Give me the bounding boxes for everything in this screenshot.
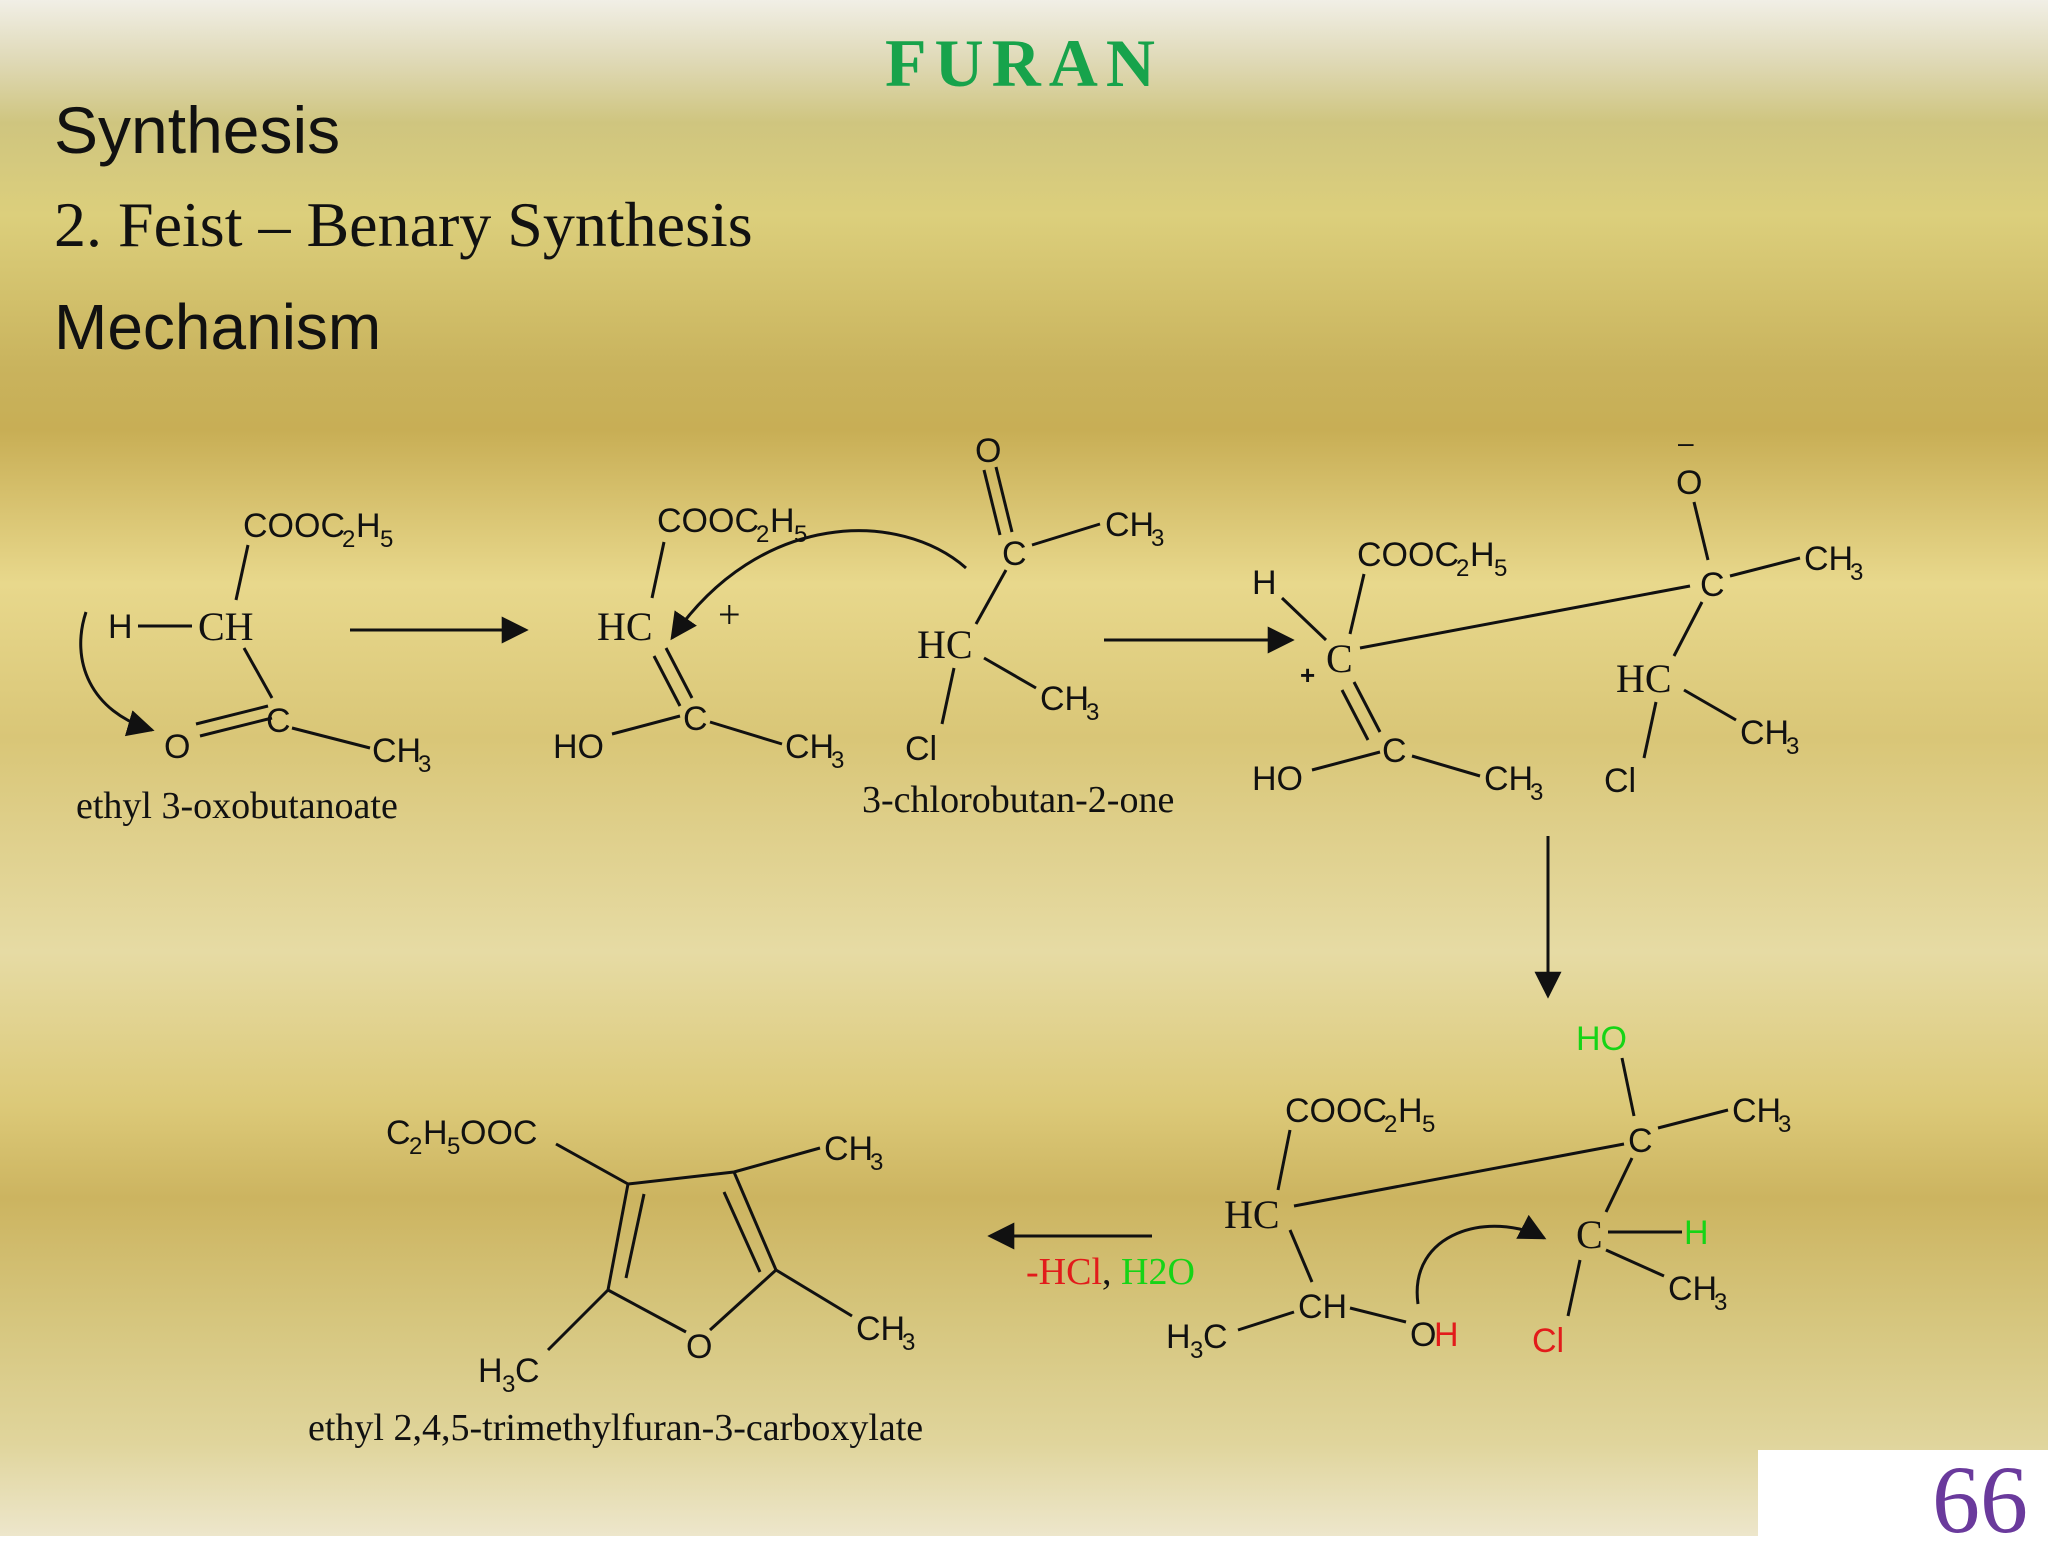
svg-text:CH: CH (1732, 1092, 1781, 1130)
svg-text:C: C (515, 1352, 540, 1390)
svg-text:HC: HC (597, 604, 653, 649)
svg-text:H: H (1166, 1318, 1191, 1356)
svg-text:3: 3 (418, 751, 431, 778)
svg-text:3: 3 (902, 1329, 915, 1356)
svg-text:CH: CH (1105, 506, 1154, 544)
svg-text:5: 5 (447, 1133, 460, 1160)
svg-text:O: O (975, 432, 1001, 470)
svg-text:COOC: COOC (1357, 536, 1459, 574)
svg-text:3: 3 (1151, 525, 1164, 552)
svg-text:H: H (1470, 536, 1495, 574)
svg-text:5: 5 (1494, 555, 1507, 582)
svg-text:2: 2 (1384, 1111, 1397, 1138)
page-number-box: 66 (1758, 1446, 2048, 1553)
svg-text:COOC: COOC (1285, 1092, 1387, 1130)
svg-text:CH: CH (1668, 1270, 1717, 1308)
page-number: 66 (1932, 1446, 2028, 1553)
svg-text:5: 5 (1422, 1111, 1435, 1138)
svg-text:O: O (164, 728, 190, 766)
svg-text:C: C (1382, 732, 1407, 770)
svg-text:HC: HC (1224, 1192, 1280, 1237)
svg-text:H: H (423, 1114, 448, 1152)
svg-text:3: 3 (1778, 1111, 1791, 1138)
svg-text:HC: HC (1616, 656, 1672, 701)
svg-text:3: 3 (1850, 559, 1863, 586)
svg-text:OOC: OOC (460, 1114, 537, 1152)
svg-text:HO: HO (553, 728, 604, 766)
svg-text:CH: CH (1804, 540, 1853, 578)
svg-text:H: H (770, 502, 795, 540)
svg-text:2: 2 (1456, 555, 1469, 582)
svg-text:C: C (683, 700, 708, 738)
svg-text:CH: CH (1740, 714, 1789, 752)
svg-text:+: + (1300, 660, 1315, 690)
svg-text:+: + (718, 592, 741, 637)
svg-text:3: 3 (502, 1371, 515, 1398)
svg-text:3: 3 (870, 1149, 883, 1176)
slide-title: FURAN (885, 25, 1163, 101)
svg-text:CH: CH (1298, 1288, 1347, 1326)
svg-text:CH: CH (198, 604, 254, 649)
svg-text:2: 2 (409, 1133, 422, 1160)
svg-text:2: 2 (342, 526, 355, 553)
svg-text:H: H (1684, 1214, 1709, 1252)
svg-text:HO: HO (1576, 1020, 1627, 1058)
molecule-3-chlorobutan-2-one: O C CH3 HC CH3 Cl 3-chlorobutan-2-one (670, 432, 1174, 821)
svg-text:H: H (478, 1352, 503, 1390)
svg-text:3: 3 (1786, 733, 1799, 760)
svg-text:3: 3 (1714, 1289, 1727, 1316)
reactant1-name: ethyl 3-oxobutanoate (76, 785, 398, 827)
svg-text:3: 3 (831, 747, 844, 774)
svg-text:C: C (1628, 1122, 1653, 1160)
svg-text:CH: CH (1484, 760, 1533, 798)
svg-text:CH: CH (372, 732, 421, 770)
subheading-feist-benary: 2. Feist – Benary Synthesis (54, 189, 753, 260)
svg-text:3: 3 (1190, 1337, 1203, 1364)
heading-mechanism: Mechanism (54, 291, 382, 363)
svg-text:C: C (1002, 535, 1027, 573)
svg-text:O: O (686, 1328, 712, 1366)
svg-text:5: 5 (380, 526, 393, 553)
svg-text:5: 5 (794, 521, 807, 548)
svg-text:COOC: COOC (657, 502, 759, 540)
svg-text:C: C (1203, 1318, 1228, 1356)
svg-text:–: – (1678, 427, 1694, 458)
svg-text:C: C (386, 1114, 411, 1152)
svg-text:CH: CH (824, 1130, 873, 1168)
svg-text:CH: CH (856, 1310, 905, 1348)
svg-text:C: C (1326, 636, 1353, 681)
svg-text:CH: CH (785, 728, 834, 766)
svg-text:3: 3 (1530, 779, 1543, 806)
svg-text:Cl: Cl (1604, 762, 1636, 800)
heading-synthesis: Synthesis (54, 93, 341, 167)
svg-text:H: H (1434, 1316, 1459, 1354)
svg-text:Cl: Cl (905, 730, 937, 768)
svg-text:3: 3 (1086, 699, 1099, 726)
svg-text:H: H (1252, 564, 1277, 602)
svg-text:C: C (266, 702, 291, 740)
svg-text:O: O (1676, 464, 1702, 502)
svg-text:O: O (1410, 1316, 1436, 1354)
svg-text:H: H (356, 507, 381, 545)
svg-text:Cl: Cl (1532, 1322, 1564, 1360)
svg-text:HC: HC (917, 622, 973, 667)
svg-text:2: 2 (756, 521, 769, 548)
svg-text:H: H (1398, 1092, 1423, 1130)
svg-text:CH: CH (1040, 680, 1089, 718)
svg-text:H: H (108, 608, 133, 646)
svg-text:COOC: COOC (243, 507, 345, 545)
svg-text:HO: HO (1252, 760, 1303, 798)
product-name: ethyl 2,4,5-trimethylfuran-3-carboxylate (308, 1407, 923, 1449)
reactant2-name: 3-chlorobutan-2-one (862, 779, 1174, 821)
svg-text:C: C (1700, 566, 1725, 604)
elimination-label: -HCl, H2O (1026, 1251, 1195, 1293)
svg-text:C: C (1576, 1212, 1603, 1257)
